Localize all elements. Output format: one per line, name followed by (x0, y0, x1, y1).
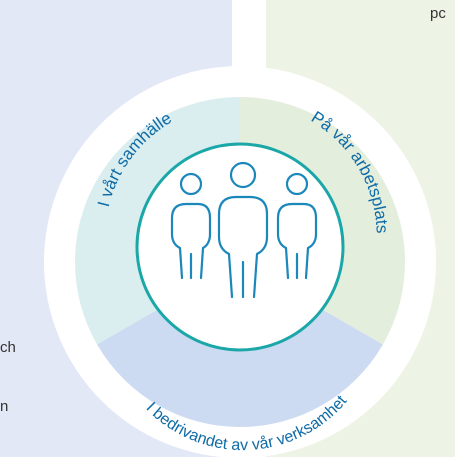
background-text-bottom-left-1: ch (0, 339, 16, 356)
center-circle (135, 142, 345, 352)
background-text-top-right: pc (430, 5, 446, 22)
background-text-bottom-left-2: n (0, 398, 9, 415)
top-notch (232, 0, 266, 14)
people-group-icon (170, 161, 318, 299)
